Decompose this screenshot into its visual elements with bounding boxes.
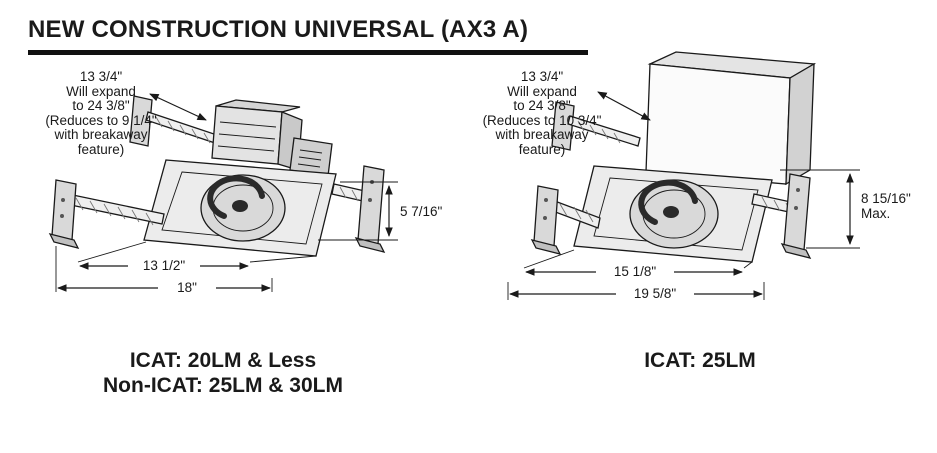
right-back-hanger-bar [567,115,641,147]
right-caption: ICAT: 25LM [560,348,840,373]
note-line: to 24 3/8" [72,98,130,113]
right-pan-plate [593,177,759,251]
left-caption-line2: Non-ICAT: 25LM & 30LM [103,374,343,397]
left-width-inner-dimension-label: 13 1/2" [128,257,200,274]
right-expand-dimension-arrow [597,91,651,121]
title-underline [28,50,588,55]
left-right-bracket-foot [354,237,386,253]
right-enclosure-side [785,62,815,186]
note-line: with breakaway [495,127,589,142]
note-line: (Reduces to 10 3/4" [482,112,602,128]
right-fixture-drawing [507,51,860,300]
right-height-dimension-value: 8 15/16" [861,191,911,206]
left-caption-line1: ICAT: 20LM & Less [129,349,317,372]
left-right-bracket [357,165,385,245]
junction-box [211,105,283,165]
left-left-bracket-foot [48,233,80,249]
right-right-bracket [783,173,811,251]
left-back-bracket [129,95,153,147]
left-height-dimension-label: 5 7/16" [400,204,443,219]
note-line: (Reduces to 9 1/4" [45,112,157,128]
left-expand-dimension-arrow [149,93,207,121]
left-caption: ICAT: 20LM & Less Non-ICAT: 25LM & 30LM [55,348,391,398]
right-left-bracket-foot [530,239,562,255]
left-width-outer-dimension-label: 18" [158,279,216,296]
right-caption-line1: ICAT: 25LM [644,349,756,372]
right-reflector-swirl [638,179,698,225]
note-line: feature) [518,141,566,157]
note-line: to 24 3/8" [513,98,571,113]
left-left-bracket [51,179,77,241]
left-lamp-socket [232,200,248,212]
note-line: 13 3/4" [79,69,123,84]
note-line: with breakaway [54,127,148,142]
page-title: NEW CONSTRUCTION UNIVERSAL (AX3 A) [28,16,529,43]
note-line: feature) [77,141,125,157]
right-lamp-socket [663,206,679,218]
right-back-bracket [551,101,575,151]
left-expand-note: 13 3/4" Will expand to 24 3/8" (Reduces … [28,69,174,157]
right-height-dimension-label: 8 15/16" Max. [858,190,914,222]
right-left-bracket [533,185,559,247]
note-line: Will expand [507,83,577,99]
right-width-outer-dimension-label: 19 5/8" [616,285,694,302]
left-reflector-swirl [207,175,265,219]
right-enclosure [645,63,791,185]
left-pan-plate [161,171,323,245]
right-width-inner-dimension-label: 15 1/8" [596,263,674,280]
left-fixture-drawing [48,93,398,292]
right-height-dimension-max: Max. [861,206,891,221]
note-line: Will expand [66,83,136,99]
note-line: 13 3/4" [520,69,564,84]
right-right-bracket-foot [780,243,812,259]
right-expand-note: 13 3/4" Will expand to 24 3/8" (Reduces … [466,69,618,157]
